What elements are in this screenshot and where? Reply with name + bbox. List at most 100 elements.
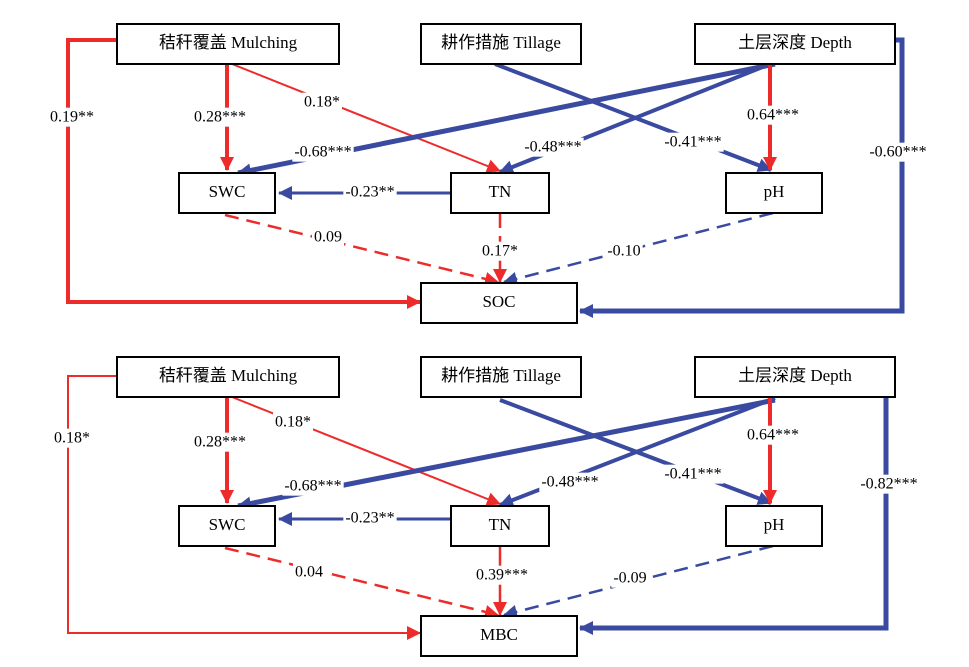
- edge-label-background: [292, 142, 354, 162]
- node-box: [450, 172, 550, 214]
- edge-label-swc-to-target: 0.09: [314, 229, 342, 246]
- node-box: [178, 172, 276, 214]
- node-depth: 土层深度 Depth: [694, 356, 896, 398]
- edge-label-mulching-to-target: 0.18*: [54, 430, 90, 447]
- node-box: [420, 356, 582, 398]
- node-tn: TN: [450, 172, 550, 214]
- edge-label-background: [539, 472, 601, 492]
- node-box: [420, 615, 578, 657]
- node-mulching: 秸秆覆盖 Mulching: [116, 23, 340, 65]
- edge-mulching-to-tn: [231, 63, 501, 173]
- edge-mulching-to-target: [66, 38, 421, 309]
- node-box: [178, 505, 276, 547]
- edge-label-depth-to-ph: 0.64***: [747, 107, 799, 124]
- node-label-swc: SWC: [209, 515, 246, 534]
- node-ph: pH: [725, 172, 823, 214]
- edge-tillage-to-ph: [499, 398, 772, 505]
- edge-label-background: [282, 476, 344, 496]
- edge-swc-to-target: [224, 546, 499, 619]
- edge-swc-to-target: [224, 213, 499, 286]
- edge-label-depth-to-tn: -0.48***: [541, 474, 598, 491]
- node-label-mulching: 秸秆覆盖 Mulching: [159, 366, 298, 385]
- edge-label-depth-to-tn: -0.48***: [524, 139, 581, 156]
- node-box: [420, 282, 578, 324]
- edge-label-tillage-to-ph: -0.41***: [664, 466, 721, 483]
- edge-label-background: [605, 241, 643, 261]
- node-box: [694, 356, 896, 398]
- node-label-depth: 土层深度 Depth: [738, 366, 852, 385]
- edge-label-swc-to-target: 0.04: [295, 564, 323, 581]
- edge-label-background: [343, 182, 397, 202]
- edge-label-depth-to-swc: -0.68***: [284, 478, 341, 495]
- edge-label-background: [52, 428, 92, 448]
- node-box: [694, 23, 896, 65]
- edge-label-background: [745, 105, 801, 125]
- edge-mulching-to-target: [67, 375, 421, 640]
- node-label-swc: SWC: [209, 182, 246, 201]
- edge-label-background: [745, 425, 801, 445]
- edge-label-tn-to-swc: -0.23**: [345, 184, 394, 201]
- edge-label-background: [293, 562, 325, 582]
- node-label-tn: TN: [489, 182, 512, 201]
- edge-label-tillage-to-ph: -0.41***: [664, 134, 721, 151]
- edge-label-mulching-to-target: 0.19**: [50, 109, 94, 126]
- node-label-tn: TN: [489, 515, 512, 534]
- node-label-target: MBC: [480, 625, 518, 644]
- node-label-ph: pH: [764, 182, 785, 201]
- edge-label-background: [192, 107, 248, 127]
- edge-label-depth-to-swc: -0.68***: [294, 144, 351, 161]
- edge-label-background: [522, 137, 584, 157]
- panel-2: [67, 365, 889, 640]
- node-swc: SWC: [178, 172, 276, 214]
- edge-label-depth-to-target: -0.82***: [860, 476, 917, 493]
- edge-label-background: [867, 142, 929, 162]
- node-target: SOC: [420, 282, 578, 324]
- edge-tillage-to-ph: [494, 62, 772, 172]
- edge-mulching-to-tn: [231, 396, 501, 506]
- edge-label-background: [611, 568, 649, 588]
- node-box: [116, 356, 340, 398]
- node-tillage: 耕作措施 Tillage: [420, 356, 582, 398]
- node-tn: TN: [450, 505, 550, 547]
- edge-label-mulching-to-tn: 0.18*: [304, 94, 340, 111]
- edge-label-tn-to-target: 0.39***: [476, 567, 528, 584]
- node-label-mulching: 秸秆覆盖 Mulching: [159, 33, 298, 52]
- edge-label-background: [48, 107, 96, 127]
- edge-label-background: [480, 241, 520, 261]
- node-box: [725, 505, 823, 547]
- edge-label-background: [662, 464, 724, 484]
- node-tillage: 耕作措施 Tillage: [420, 23, 582, 65]
- edge-label-tn-to-swc: -0.23**: [345, 510, 394, 527]
- edge-label-tn-to-target: 0.17*: [482, 243, 518, 260]
- node-box: [450, 505, 550, 547]
- node-box: [116, 23, 340, 65]
- node-label-ph: pH: [764, 515, 785, 534]
- node-swc: SWC: [178, 505, 276, 547]
- edge-label-background: [302, 92, 342, 112]
- edge-label-ph-to-target: -0.10: [607, 243, 640, 260]
- node-target: MBC: [420, 615, 578, 657]
- edge-label-background: [192, 432, 248, 452]
- edge-label-depth-to-target: -0.60***: [869, 144, 926, 161]
- edge-label-background: [343, 508, 397, 528]
- edge-label-ph-to-target: -0.09: [613, 570, 646, 587]
- node-box: [420, 23, 582, 65]
- node-mulching: 秸秆覆盖 Mulching: [116, 356, 340, 398]
- node-label-tillage: 耕作措施 Tillage: [441, 33, 561, 52]
- edge-label-mulching-to-swc: 0.28***: [194, 434, 246, 451]
- node-label-target: SOC: [482, 292, 515, 311]
- node-label-depth: 土层深度 Depth: [738, 33, 852, 52]
- node-label-tillage: 耕作措施 Tillage: [441, 366, 561, 385]
- edge-label-background: [474, 565, 530, 585]
- edge-label-background: [858, 474, 920, 494]
- node-ph: pH: [725, 505, 823, 547]
- edge-label-background: [273, 412, 313, 432]
- node-box: [725, 172, 823, 214]
- node-depth: 土层深度 Depth: [694, 23, 896, 65]
- edge-label-background: [312, 227, 344, 247]
- edge-label-background: [662, 132, 724, 152]
- edge-label-depth-to-ph: 0.64***: [747, 427, 799, 444]
- edge-label-mulching-to-tn: 0.18*: [275, 414, 311, 431]
